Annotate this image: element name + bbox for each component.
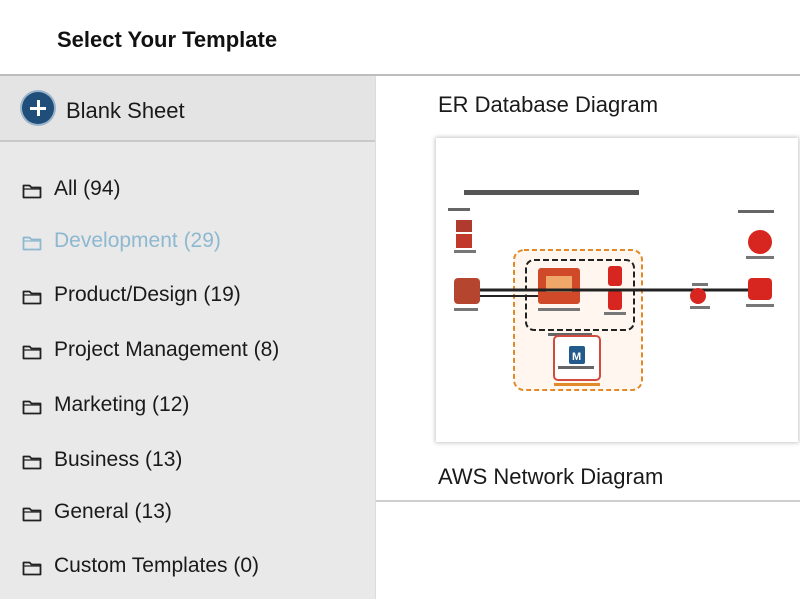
- dialog-header: Select Your Template: [0, 0, 800, 76]
- folder-icon: [22, 184, 42, 199]
- template-thumbnail[interactable]: M: [436, 138, 798, 442]
- category-marketing[interactable]: Marketing (12): [0, 387, 375, 427]
- template-sidebar: Blank Sheet All (94) Development (29) Pr…: [0, 76, 376, 599]
- category-label: Custom Templates (0): [54, 554, 260, 577]
- category-label: General (13): [54, 500, 172, 523]
- category-product-design[interactable]: Product/Design (19): [0, 277, 375, 317]
- divider: [376, 500, 800, 502]
- template-gallery: ER Database Diagram: [376, 76, 800, 599]
- category-development[interactable]: Development (29): [0, 223, 375, 263]
- category-general[interactable]: General (13): [0, 494, 375, 534]
- blank-sheet-label: Blank Sheet: [66, 98, 185, 123]
- category-label: Development (29): [54, 229, 221, 252]
- folder-icon: [22, 290, 42, 305]
- architecture-diagram-preview: M: [448, 190, 774, 391]
- category-project-management[interactable]: Project Management (8): [0, 332, 375, 372]
- category-all[interactable]: All (94): [0, 171, 375, 211]
- category-label: Business (13): [54, 448, 183, 471]
- template-title: ER Database Diagram: [438, 92, 659, 117]
- category-label: Marketing (12): [54, 393, 190, 416]
- folder-icon: [22, 345, 42, 360]
- folder-icon: [22, 400, 42, 415]
- folder-icon: [22, 507, 42, 522]
- template-title: AWS Network Diagram: [438, 464, 664, 489]
- category-business[interactable]: Business (13): [0, 442, 375, 482]
- category-label: All (94): [54, 177, 121, 200]
- dialog-title: Select Your Template: [57, 27, 278, 52]
- plus-circle-icon: [22, 92, 54, 124]
- category-label: Project Management (8): [54, 338, 280, 361]
- svg-text:M: M: [572, 351, 581, 363]
- folder-icon: [22, 236, 42, 251]
- category-label: Product/Design (19): [54, 283, 241, 306]
- blank-sheet-button[interactable]: Blank Sheet: [0, 76, 375, 142]
- category-custom-templates[interactable]: Custom Templates (0): [0, 548, 375, 588]
- folder-icon: [22, 561, 42, 576]
- folder-icon: [22, 455, 42, 470]
